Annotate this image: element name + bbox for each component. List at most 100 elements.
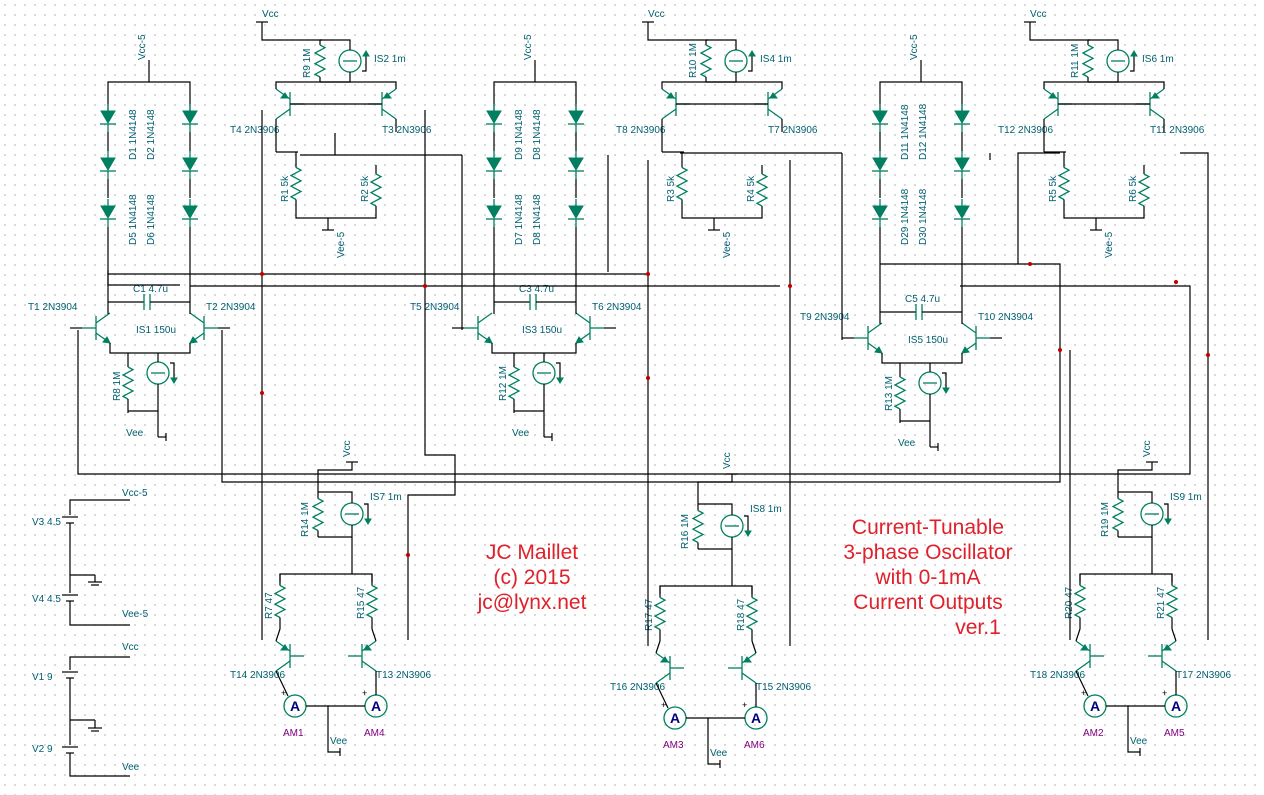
stage-3-pnp-left-label: T12 2N3906 bbox=[998, 125, 1053, 136]
output-1-emitter-resistor-right-label: R15 47 bbox=[356, 586, 367, 619]
stage-1-bias-current-source bbox=[338, 49, 370, 73]
svg-text:+: + bbox=[281, 688, 286, 698]
output-1-ammeter-left: A+ bbox=[281, 688, 307, 718]
stage-2-pnp-left-label: T8 2N3906 bbox=[616, 125, 666, 136]
stage-3-vcc-label: Vcc bbox=[1030, 9, 1047, 20]
output-2-bias-resistor-label: R16 1M bbox=[680, 514, 691, 549]
author-block: JC Maillet (c) 2015 jc@lynx.net bbox=[452, 540, 612, 615]
feedback-wiring bbox=[77, 110, 1210, 646]
stage-1-npn-left-label: T1 2N3904 bbox=[28, 302, 78, 313]
stage-1-vcc-label: Vcc bbox=[262, 9, 279, 20]
output-2-ammeter-right: A+ bbox=[742, 700, 768, 730]
diode-icon bbox=[567, 103, 585, 133]
output-2-bias-resistor bbox=[691, 504, 705, 549]
output-3-emitter-resistor-left bbox=[1073, 574, 1087, 629]
output-3-vee-label: Vee bbox=[1130, 736, 1148, 747]
stage-3-vcc5-label: Vcc-5 bbox=[909, 34, 920, 60]
svg-text:A: A bbox=[670, 710, 680, 726]
stage-3-tail-current-source bbox=[918, 371, 950, 395]
stage-3-tail-source-label: IS5 150u bbox=[908, 335, 948, 346]
stage-1-vee5-label: Vee-5 bbox=[336, 231, 347, 258]
stage-1-tail-source-label: IS1 150u bbox=[136, 325, 176, 336]
output-3-bias-current-source bbox=[1140, 502, 1172, 526]
diode-icon bbox=[567, 198, 585, 228]
diode-icon bbox=[99, 150, 117, 180]
output-2-vee-label: Vee bbox=[710, 748, 728, 759]
stage-3-tail-resistor-label: R13 1M bbox=[884, 376, 895, 411]
svg-text:+: + bbox=[362, 688, 367, 698]
stage-2-diode-label-mid-l: D9 1N4148 bbox=[514, 109, 525, 160]
output-2-pnp-left-label: T16 2N3906 bbox=[610, 682, 665, 693]
stage-2-bias-resistor bbox=[699, 40, 713, 82]
stage-1-tail-current-source bbox=[146, 361, 178, 385]
output-1-pnp-left-label: T14 2N3906 bbox=[230, 670, 285, 681]
diode-icon bbox=[953, 103, 971, 133]
stage-2-bias-source-label: IS4 1m bbox=[760, 54, 792, 65]
diode-icon bbox=[485, 150, 503, 180]
diode-icon bbox=[181, 150, 199, 180]
stage-3-pnp-right-label: T11 2N3906 bbox=[1150, 125, 1205, 136]
author-name: JC Maillet bbox=[485, 541, 579, 564]
stage-1-diode-label-mid-r: D2 1N4148 bbox=[146, 109, 157, 160]
stage-1-bias-resistor bbox=[313, 40, 327, 82]
stage-3-load-resistor-right bbox=[1137, 165, 1151, 215]
stage-1-load-resistor-left-label: R1 5k bbox=[280, 175, 291, 202]
net-label-vee: Vee bbox=[122, 762, 140, 773]
output-2-pnp-right-label: T15 2N3906 bbox=[756, 682, 811, 693]
output-1-bias-current-source bbox=[340, 502, 372, 526]
title-line-1: Current-Tunable bbox=[851, 516, 1005, 539]
svg-text:A: A bbox=[751, 710, 761, 726]
stage-3-load-resistor-left-label: R5 5k bbox=[1048, 175, 1059, 202]
stage-2-load-resistor-left bbox=[675, 152, 689, 215]
supply-label-v2: V2 9 bbox=[32, 744, 53, 755]
output-3-bias-resistor bbox=[1111, 492, 1125, 537]
stage-1-npn-right bbox=[189, 312, 218, 344]
stage-2-bias-current-source bbox=[724, 49, 756, 73]
diode-icon bbox=[99, 103, 117, 133]
stage-1-load-resistor-left bbox=[289, 152, 303, 215]
output-2-bias-current-source bbox=[720, 514, 752, 538]
output-2-bias-source-label: IS8 1m bbox=[750, 504, 782, 515]
output-2-pnp-left bbox=[655, 652, 684, 684]
output-3-ammeter-right: A+ bbox=[1162, 688, 1188, 718]
output-2-ammeter-right-label: AM6 bbox=[744, 740, 765, 751]
stage-1-capacitor-label: C1 4.7u bbox=[133, 284, 168, 295]
diode-icon bbox=[871, 103, 889, 133]
stage-3-capacitor-label: C5 4.7u bbox=[905, 294, 940, 305]
svg-text:+: + bbox=[661, 700, 666, 710]
stage-2-vcc5-label: Vcc-5 bbox=[523, 34, 534, 60]
stage-2-diode-label-mid-r: D8 1N4148 bbox=[532, 109, 543, 160]
output-1-emitter-resistor-right bbox=[365, 574, 379, 629]
output-3-bias-source-label: IS9 1m bbox=[1170, 492, 1202, 503]
svg-text:+: + bbox=[1162, 688, 1167, 698]
output-1-pnp-left bbox=[275, 640, 304, 672]
stage-3-diode-labels-left: D29 1N4148 bbox=[900, 188, 911, 245]
stage-2-vee5-label: Vee-5 bbox=[722, 231, 733, 258]
stage-2-npn-right bbox=[575, 312, 604, 344]
stage-3-load-resistor-left bbox=[1057, 152, 1071, 215]
stage-2-npn-left-label: T5 2N3904 bbox=[410, 302, 460, 313]
output-3-bias-resistor-label: R19 1M bbox=[1100, 502, 1111, 537]
power-supplies: V3 4.5 V4 4.5 V1 9 V2 9 Vcc-5 Vee-5 Vcc … bbox=[32, 488, 149, 777]
stage-3-npn-left-label: T9 2N3904 bbox=[800, 312, 850, 323]
stage-3-bias-current-source bbox=[1106, 49, 1138, 73]
output-1-ammeter-right: A+ bbox=[362, 688, 388, 718]
stage-3-vee5-label: Vee-5 bbox=[1104, 231, 1115, 258]
stage-1-tail-resistor bbox=[121, 353, 135, 413]
stage-2-diode-labels-right: D8 1N4148 bbox=[532, 194, 543, 245]
stage-1-vee-label: Vee bbox=[126, 428, 144, 439]
stage-2-tail-resistor-label: R12 1M bbox=[498, 366, 509, 401]
stage-3-vee-label: Vee bbox=[898, 438, 916, 449]
output-2-emitter-resistor-right-label: R18 47 bbox=[736, 598, 747, 631]
stage-3-diode-label-mid-l: D11 1N4148 bbox=[900, 104, 911, 160]
stage-1-bias-source-label: IS2 1m bbox=[374, 54, 406, 65]
output-1-bias-resistor-label: R14 1M bbox=[300, 502, 311, 537]
stage-1-diode-labels-left: D5 1N4148 bbox=[128, 194, 139, 245]
stage-2-tail-resistor bbox=[507, 353, 521, 413]
output-3-emitter-resistor-right-label: R21 47 bbox=[1156, 586, 1167, 619]
stage-2-bias-resistor-label: R10 1M bbox=[688, 43, 699, 78]
